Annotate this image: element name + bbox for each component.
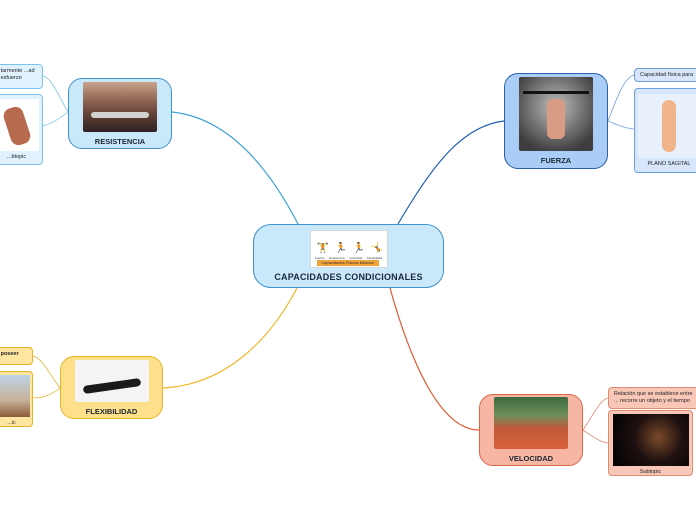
link-flex-card bbox=[32, 387, 61, 399]
stretching-figure-icon: 🤸 bbox=[370, 243, 383, 254]
link-vel-text bbox=[582, 397, 609, 431]
central-topic[interactable]: Fuerza Resistencia Velocidad Flexibilida… bbox=[253, 224, 444, 288]
link-fuerza bbox=[397, 120, 505, 225]
subtopic-resistencia-card[interactable]: ...btopic bbox=[0, 94, 43, 165]
topic-resistencia[interactable]: RESISTENCIA bbox=[68, 78, 172, 149]
resistencia-anatomy-image bbox=[0, 99, 39, 151]
figure-name-fuerza: Fuerza bbox=[314, 256, 325, 260]
subtopic-velocidad-caption: Subtopic bbox=[639, 469, 662, 475]
subtopic-velocidad-card[interactable]: Subtopic bbox=[608, 410, 693, 476]
velocidad-sprinter-image bbox=[612, 414, 689, 466]
link-flexibilidad bbox=[162, 287, 298, 389]
weightlifter-figure-icon: 🏋 bbox=[316, 243, 329, 254]
subtopic-resistencia-caption: ...btopic bbox=[6, 154, 27, 160]
link-flex-text bbox=[32, 355, 61, 389]
link-fuerza-text bbox=[607, 74, 635, 122]
subtopic-flexibilidad-caption: ...ic bbox=[7, 420, 16, 426]
topic-velocidad[interactable]: VELOCIDAD bbox=[479, 394, 583, 466]
runner-figure-icon: 🏃 bbox=[334, 243, 347, 254]
link-resistencia-card bbox=[42, 111, 69, 127]
subtopic-flexibilidad-card[interactable]: ...ic bbox=[0, 371, 33, 427]
figure-name-velocidad: Velocidad bbox=[349, 256, 363, 260]
velocidad-photo bbox=[494, 397, 568, 449]
link-resistencia bbox=[171, 111, 299, 225]
subtopic-fuerza-caption: PLANO SAGITAL bbox=[647, 161, 691, 167]
link-velocidad bbox=[389, 287, 480, 431]
fuerza-photo bbox=[519, 77, 593, 151]
central-image-caption: Capacidades Físicas Básicas bbox=[316, 260, 379, 266]
central-topic-image: Fuerza Resistencia Velocidad Flexibilida… bbox=[309, 230, 388, 268]
topic-fuerza-label: FUERZA bbox=[540, 156, 572, 165]
flexibilidad-subtopic-image bbox=[0, 375, 30, 417]
subtopic-fuerza-text[interactable]: Capacidad física para bbox=[634, 68, 696, 82]
subtopic-fuerza-card[interactable]: PLANO SAGITAL bbox=[634, 88, 696, 173]
link-fuerza-card bbox=[607, 120, 635, 130]
subtopic-resistencia-text[interactable]: ...tarmente ...ad o esfuerzo bbox=[0, 64, 43, 89]
figure-name-resistencia: Resistencia bbox=[328, 256, 345, 260]
plano-sagital-image bbox=[638, 94, 696, 158]
central-topic-label: CAPACIDADES CONDICIONALES bbox=[274, 272, 423, 282]
resistencia-photo bbox=[83, 81, 157, 132]
figure-name-flexibilidad: Flexibilidad bbox=[367, 256, 383, 260]
subtopic-velocidad-text[interactable]: Relación que se establece entre ... reco… bbox=[608, 387, 696, 409]
topic-flexibilidad[interactable]: FLEXIBILIDAD bbox=[60, 356, 163, 419]
topic-fuerza[interactable]: FUERZA bbox=[504, 73, 608, 169]
link-resistencia-text bbox=[42, 75, 69, 113]
topic-resistencia-label: RESISTENCIA bbox=[94, 136, 146, 146]
central-image-figure-names: Fuerza Resistencia Velocidad Flexibilida… bbox=[313, 256, 385, 260]
subtopic-flexibilidad-text[interactable]: a poseer bbox=[0, 347, 33, 365]
topic-velocidad-label: VELOCIDAD bbox=[508, 454, 554, 463]
flexibilidad-photo bbox=[74, 359, 149, 402]
topic-flexibilidad-label: FLEXIBILIDAD bbox=[85, 406, 138, 416]
link-vel-card bbox=[582, 429, 609, 444]
sprinter-figure-icon: 🏃 bbox=[352, 243, 365, 254]
